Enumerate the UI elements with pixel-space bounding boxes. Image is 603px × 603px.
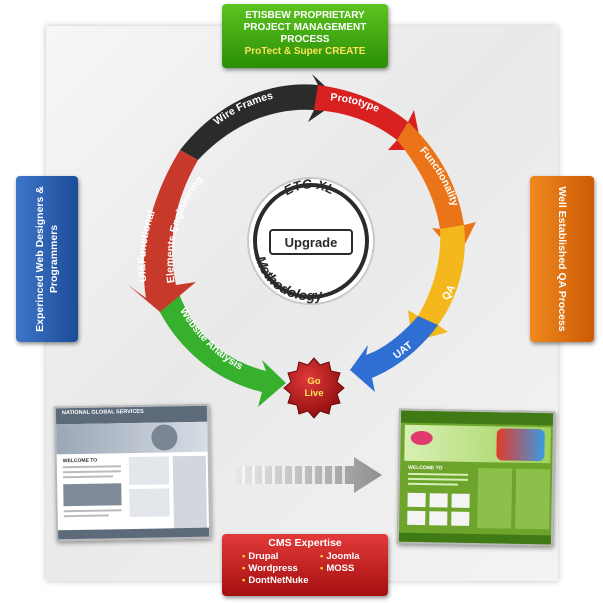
qa-process-line-1: Well Established QA Process <box>556 186 568 332</box>
designers-box: Experinced Web Designers & Programmers <box>16 176 78 342</box>
old-website-screenshot: NATIONAL GLOBAL SERVICES WELCOME TO <box>53 403 212 542</box>
header-line-4: ProTect & Super CREATE <box>244 46 366 57</box>
header-line-2: PROJECT MANAGEMENT <box>243 22 367 33</box>
cms-item-dotnetnuke: •DontNetNuke <box>242 575 309 586</box>
segment-functionality <box>397 122 476 258</box>
go-live-seal: Go Live <box>283 357 345 419</box>
seal-live: Live <box>304 388 323 399</box>
old-site-heading: WELCOME TO <box>62 457 98 465</box>
cms-item-moss: •MOSS <box>320 563 355 574</box>
segment-qa <box>408 225 465 342</box>
designers-line-1: Experinced Web Designers & <box>34 186 46 332</box>
segment-prototype <box>314 85 422 150</box>
segment-ui-functional <box>128 150 198 312</box>
header-line-3: PROCESS <box>280 34 330 45</box>
new-website-screenshot: WELCOME TO <box>396 408 556 547</box>
cms-item-joomla: •Joomla <box>320 551 360 562</box>
center-etg-xl: ETG XL <box>281 176 337 198</box>
upgrade-badge <box>269 229 353 255</box>
bullet-icon: • <box>320 551 324 562</box>
cms-item-wordpress: •Wordpress <box>242 563 298 574</box>
cms-expertise-box: CMS Expertise •Drupal •Joomla •Wordpress… <box>222 534 388 596</box>
bullet-icon: • <box>242 563 246 574</box>
designers-line-2: Programmers <box>48 224 60 294</box>
segment-wire-frames <box>180 74 340 160</box>
segment-uat <box>350 316 438 392</box>
process-header-box: ETISBEW PROPRIETARY PROJECT MANAGEMENT P… <box>222 4 388 68</box>
svg-text:ETG XL: ETG XL <box>281 176 337 198</box>
center-ring <box>253 183 369 299</box>
segment-website-analysis <box>150 285 286 407</box>
new-site-heading: WELCOME TO <box>408 464 443 472</box>
center-upgrade: Upgrade <box>285 235 338 250</box>
transition-arrow <box>236 457 382 493</box>
cms-title: CMS Expertise <box>268 537 342 549</box>
header-line-1: ETISBEW PROPRIETARY <box>245 10 365 21</box>
cms-item-drupal: •Drupal <box>242 551 279 562</box>
bullet-icon: • <box>242 551 246 562</box>
seal-go: Go <box>307 376 320 387</box>
qa-process-box: Well Established QA Process <box>530 176 594 342</box>
bullet-icon: • <box>242 575 246 586</box>
bullet-icon: • <box>320 563 324 574</box>
